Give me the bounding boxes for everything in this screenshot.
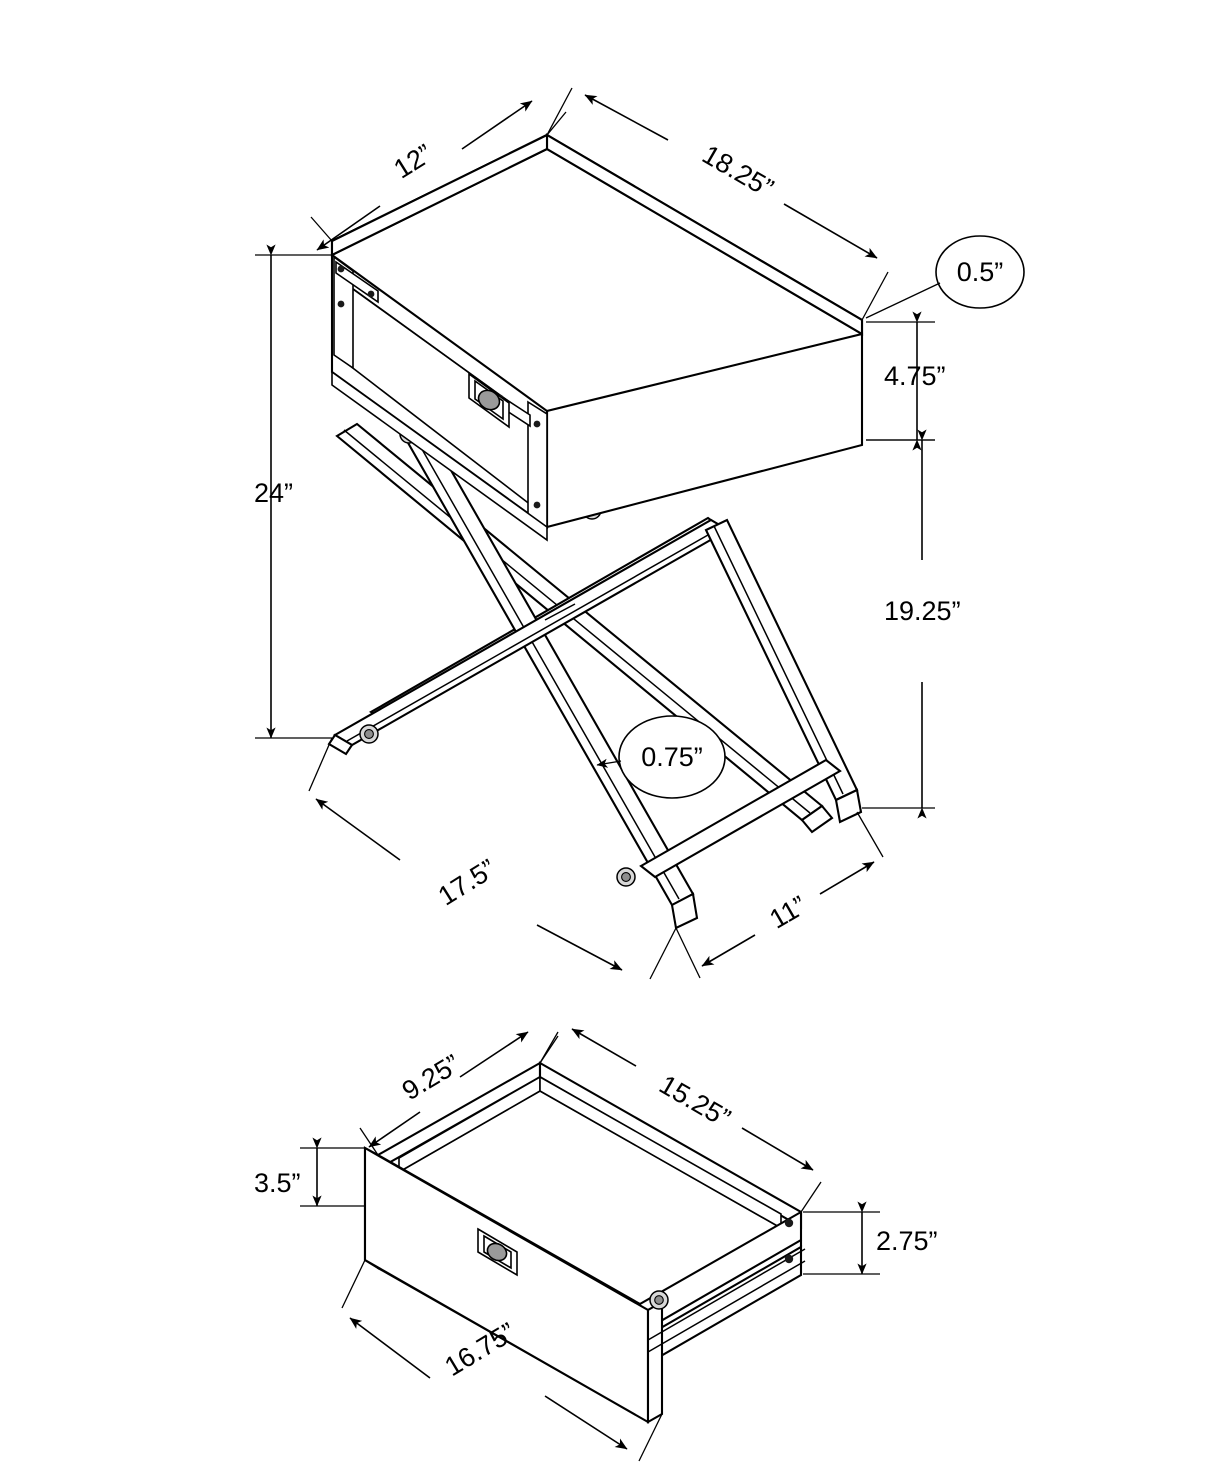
dim-label-1925: 19.25” bbox=[884, 596, 961, 626]
case-base-rail bbox=[331, 370, 548, 542]
dim-drawer-side-height: 2.75” bbox=[803, 1201, 938, 1275]
table-case bbox=[330, 133, 864, 542]
dim-label-1825: 18.25” bbox=[697, 139, 778, 203]
dim-label-475: 4.75” bbox=[884, 361, 946, 391]
dim-label-925: 9.25” bbox=[397, 1049, 465, 1106]
dim-label-35: 3.5” bbox=[254, 1168, 301, 1198]
dim-overall-height: 24” bbox=[254, 244, 332, 739]
dim-label-275: 2.75” bbox=[876, 1226, 938, 1256]
leg-rear-c bbox=[704, 518, 863, 824]
callout-leg-thickness: 0.75” bbox=[596, 715, 726, 799]
dim-top-depth: 12” bbox=[310, 100, 567, 251]
callout-label-05: 0.5” bbox=[957, 257, 1004, 287]
callout-top-thickness: 0.5” bbox=[865, 235, 1025, 319]
drawer-box-view: 9.25” 15.25” 3.5” bbox=[254, 1028, 938, 1462]
dim-leg-height: 19.25” bbox=[862, 429, 961, 819]
dim-label-175: 17.5” bbox=[433, 853, 501, 911]
dim-label-1525: 15.25” bbox=[654, 1069, 735, 1133]
bracket-left bbox=[333, 255, 354, 370]
leg-stretcher bbox=[639, 758, 842, 879]
table-assembly-view: 12” 18.25” 0.5” 4.75 bbox=[254, 87, 1025, 980]
drawer-box-pull-handle[interactable] bbox=[477, 1227, 518, 1277]
dim-label-11: 11” bbox=[765, 890, 812, 934]
dim-label-24: 24” bbox=[254, 478, 293, 508]
table-top-edge-left bbox=[330, 133, 549, 257]
dim-label-12: 12” bbox=[389, 138, 438, 184]
drawer-pull-handle[interactable] bbox=[468, 372, 510, 429]
case-side-right bbox=[545, 332, 864, 529]
x-frame-legs bbox=[327, 379, 863, 930]
drawer-front-panel-edge bbox=[646, 1300, 664, 1424]
callout-label-075: 0.75” bbox=[641, 742, 703, 772]
dim-top-width: 18.25” bbox=[546, 87, 889, 321]
dim-apron-height: 4.75” bbox=[866, 311, 946, 451]
leg-front-b bbox=[327, 518, 731, 756]
dim-drawer-front-height: 3.5” bbox=[254, 1137, 365, 1207]
drawer-box bbox=[363, 1061, 806, 1424]
bracket-left-top bbox=[335, 260, 379, 304]
